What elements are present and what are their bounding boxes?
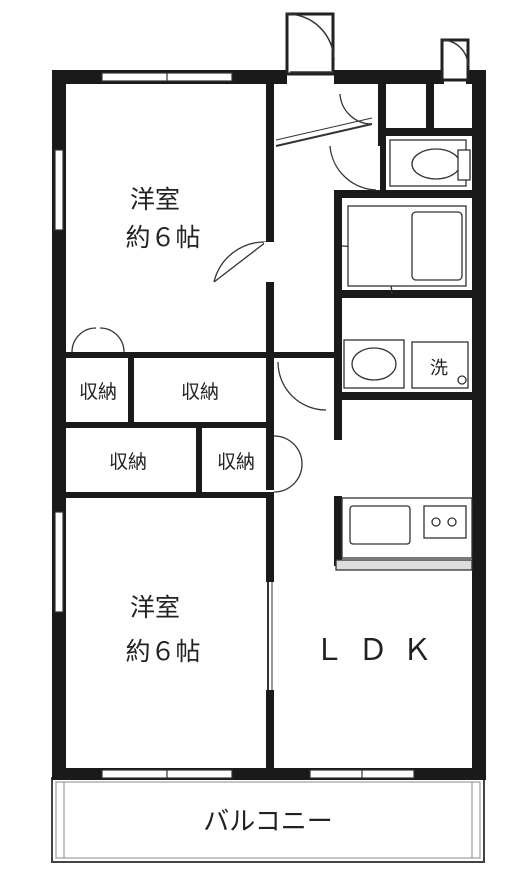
entrance-door: [285, 12, 470, 82]
washer-label: 洗: [430, 358, 448, 379]
fixtures: [335, 139, 473, 571]
wash-basin: [351, 347, 397, 381]
interior-walls: [66, 84, 472, 770]
room-label-ldk: ＬＤＫ: [314, 633, 446, 668]
bathtub: [411, 211, 463, 281]
closet-label-a: 収納: [79, 381, 117, 403]
closet-label-b: 収納: [181, 381, 219, 403]
room-size-western-top: 約６帖: [125, 223, 200, 252]
room-label-western-bottom: 洋室: [130, 593, 180, 622]
closet-label-c: 収納: [109, 451, 147, 473]
room-label-western-top: 洋室: [130, 185, 180, 214]
windows: [54, 72, 415, 779]
toilet-bowl: [411, 148, 461, 180]
kitchen-sink: [349, 505, 411, 545]
closet-label-d: 収納: [217, 451, 255, 473]
stove: [423, 505, 467, 539]
room-size-western-bottom: 約６帖: [125, 637, 200, 666]
room-label-balcony: バルコニー: [203, 807, 332, 837]
